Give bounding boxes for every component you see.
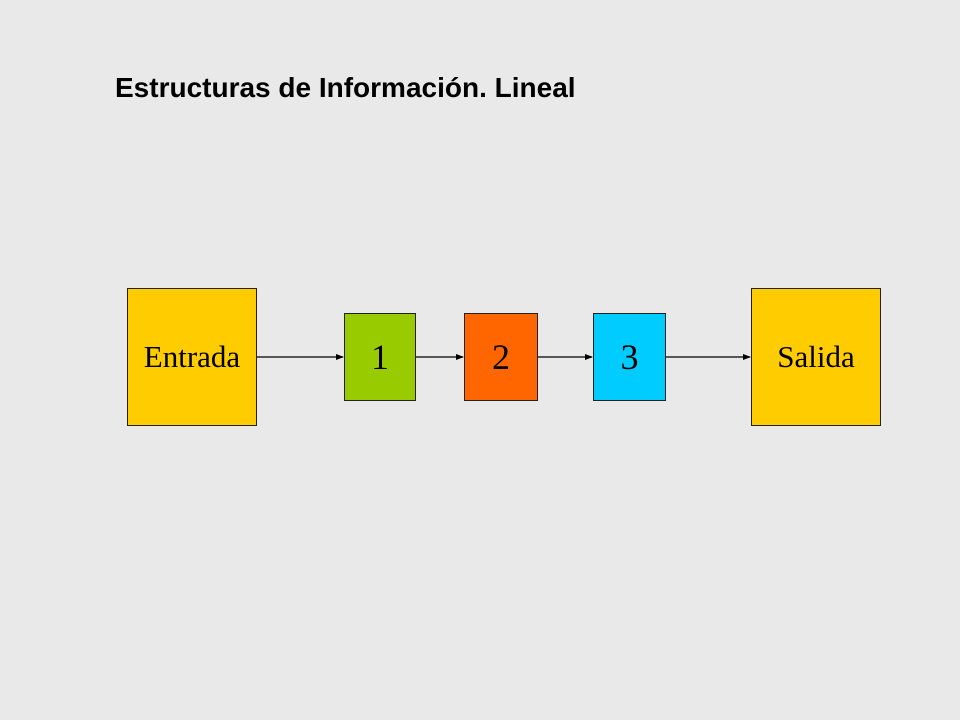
node-2-box: 2 bbox=[464, 313, 538, 401]
node-1-box: 1 bbox=[344, 313, 416, 401]
salida-box: Salida bbox=[751, 288, 881, 426]
entrada-box: Entrada bbox=[127, 288, 257, 426]
page-title: Estructuras de Información. Lineal bbox=[115, 72, 576, 103]
node-3-box: 3 bbox=[593, 313, 666, 401]
